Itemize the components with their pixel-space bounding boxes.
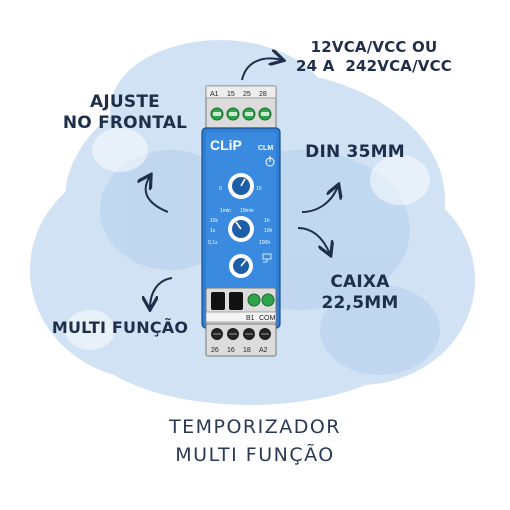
arrow-to-caixa: [297, 227, 330, 254]
ajuste-line-1: AJUSTE: [90, 92, 160, 112]
bottom-terminal-block: [205, 323, 277, 357]
arrow-to-ajuste: [146, 176, 169, 213]
lower-label: B1: [246, 315, 255, 322]
range-label: 1h: [264, 218, 270, 224]
ajuste-line-2: NO FRONTAL: [62, 113, 188, 134]
range-label: 100h: [259, 240, 270, 246]
top-terminal-screws: [210, 107, 272, 121]
top-terminal-label: 25: [243, 91, 251, 98]
caixa-callout: CAIXA 22,5MM: [300, 272, 420, 315]
dial1-max-label: 10: [256, 186, 262, 192]
voltage-line-1: 12VCA/VCC OU: [310, 38, 438, 56]
range-label: 0,1s: [208, 240, 218, 246]
time-dial-fine: [228, 173, 254, 199]
lower-label: COM: [259, 315, 276, 322]
arrow-to-voltage: [241, 58, 282, 81]
din-callout: DIN 35MM: [305, 142, 405, 162]
arrow-to-multi: [150, 277, 173, 308]
caixa-line-1: CAIXA: [330, 272, 390, 292]
range-label: 1s: [210, 228, 216, 234]
output-led-icon: [262, 253, 272, 263]
multi-function-callout: MULTI FUNÇÃO: [51, 318, 189, 337]
range-label: 10min: [240, 208, 254, 214]
caixa-line-2: 22,5MM: [321, 293, 399, 314]
caption-title: TEMPORIZADOR: [168, 416, 342, 438]
bottom-terminal-label: A2: [259, 347, 268, 354]
brand-logo: CLiP: [210, 137, 242, 153]
top-terminal-label: 15: [227, 91, 235, 98]
function-dial: [229, 254, 253, 278]
bottom-terminal-label: 16: [227, 347, 235, 354]
top-terminal-label: 28: [259, 91, 267, 98]
range-label: 10h: [264, 228, 273, 234]
range-label: 10s: [210, 218, 219, 224]
arrow-to-din: [301, 186, 338, 213]
caption-subtitle: MULTI FUNÇÃO: [175, 444, 335, 466]
voltage-line-2: 24 A 242VCA/VCC: [296, 56, 452, 75]
bottom-terminal-label: 18: [243, 347, 251, 354]
range-label: 1min: [220, 208, 231, 214]
ajuste-callout: AJUSTE NO FRONTAL: [60, 92, 190, 135]
voltage-callout: 12VCA/VCC OU 24 A 242VCA/VCC: [284, 38, 464, 76]
dial1-min-label: 0: [219, 186, 222, 192]
bottom-terminal-label: 26: [211, 347, 219, 354]
top-terminal-label: A1: [210, 91, 219, 98]
range-dial: [228, 216, 254, 242]
model-label: CLM: [258, 145, 273, 152]
bottom-terminal-screws: [211, 328, 271, 340]
